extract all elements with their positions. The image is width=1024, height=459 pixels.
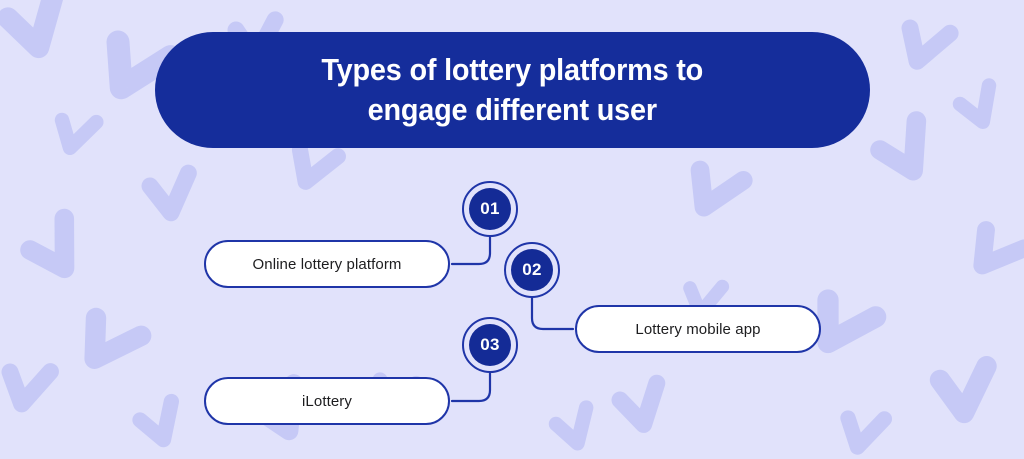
item-label-text: Online lottery platform — [252, 255, 402, 273]
item-label-text: iLottery — [302, 392, 352, 410]
step-badge-03[interactable]: 03 — [462, 317, 518, 373]
badge-ring — [462, 181, 518, 237]
item-label-pill-02[interactable]: Lottery mobile app — [575, 305, 821, 353]
rail-group-03 — [248, 328, 470, 353]
step-badge-01[interactable]: 01 — [462, 181, 518, 237]
badge-number: 02 — [522, 260, 542, 279]
page-title: Types of lottery platforms to engage dif… — [321, 52, 704, 127]
item-label-pill-03[interactable]: iLottery — [204, 377, 450, 425]
badge-disc: 02 — [511, 249, 553, 291]
badge-ring — [504, 242, 560, 298]
badge-disc: 03 — [469, 324, 511, 366]
badge-ring — [462, 317, 518, 373]
badge-number: 01 — [480, 199, 500, 218]
rail-group-01 — [248, 191, 470, 216]
step-badge-02[interactable]: 02 — [504, 242, 560, 298]
item-label-pill-01[interactable]: Online lottery platform — [204, 240, 450, 288]
title-banner: Types of lottery platforms to engage dif… — [155, 32, 870, 148]
badge-number: 03 — [480, 335, 500, 354]
badge-disc: 01 — [469, 188, 511, 230]
item-label-text: Lottery mobile app — [635, 320, 761, 338]
rail-group-02 — [554, 253, 792, 278]
